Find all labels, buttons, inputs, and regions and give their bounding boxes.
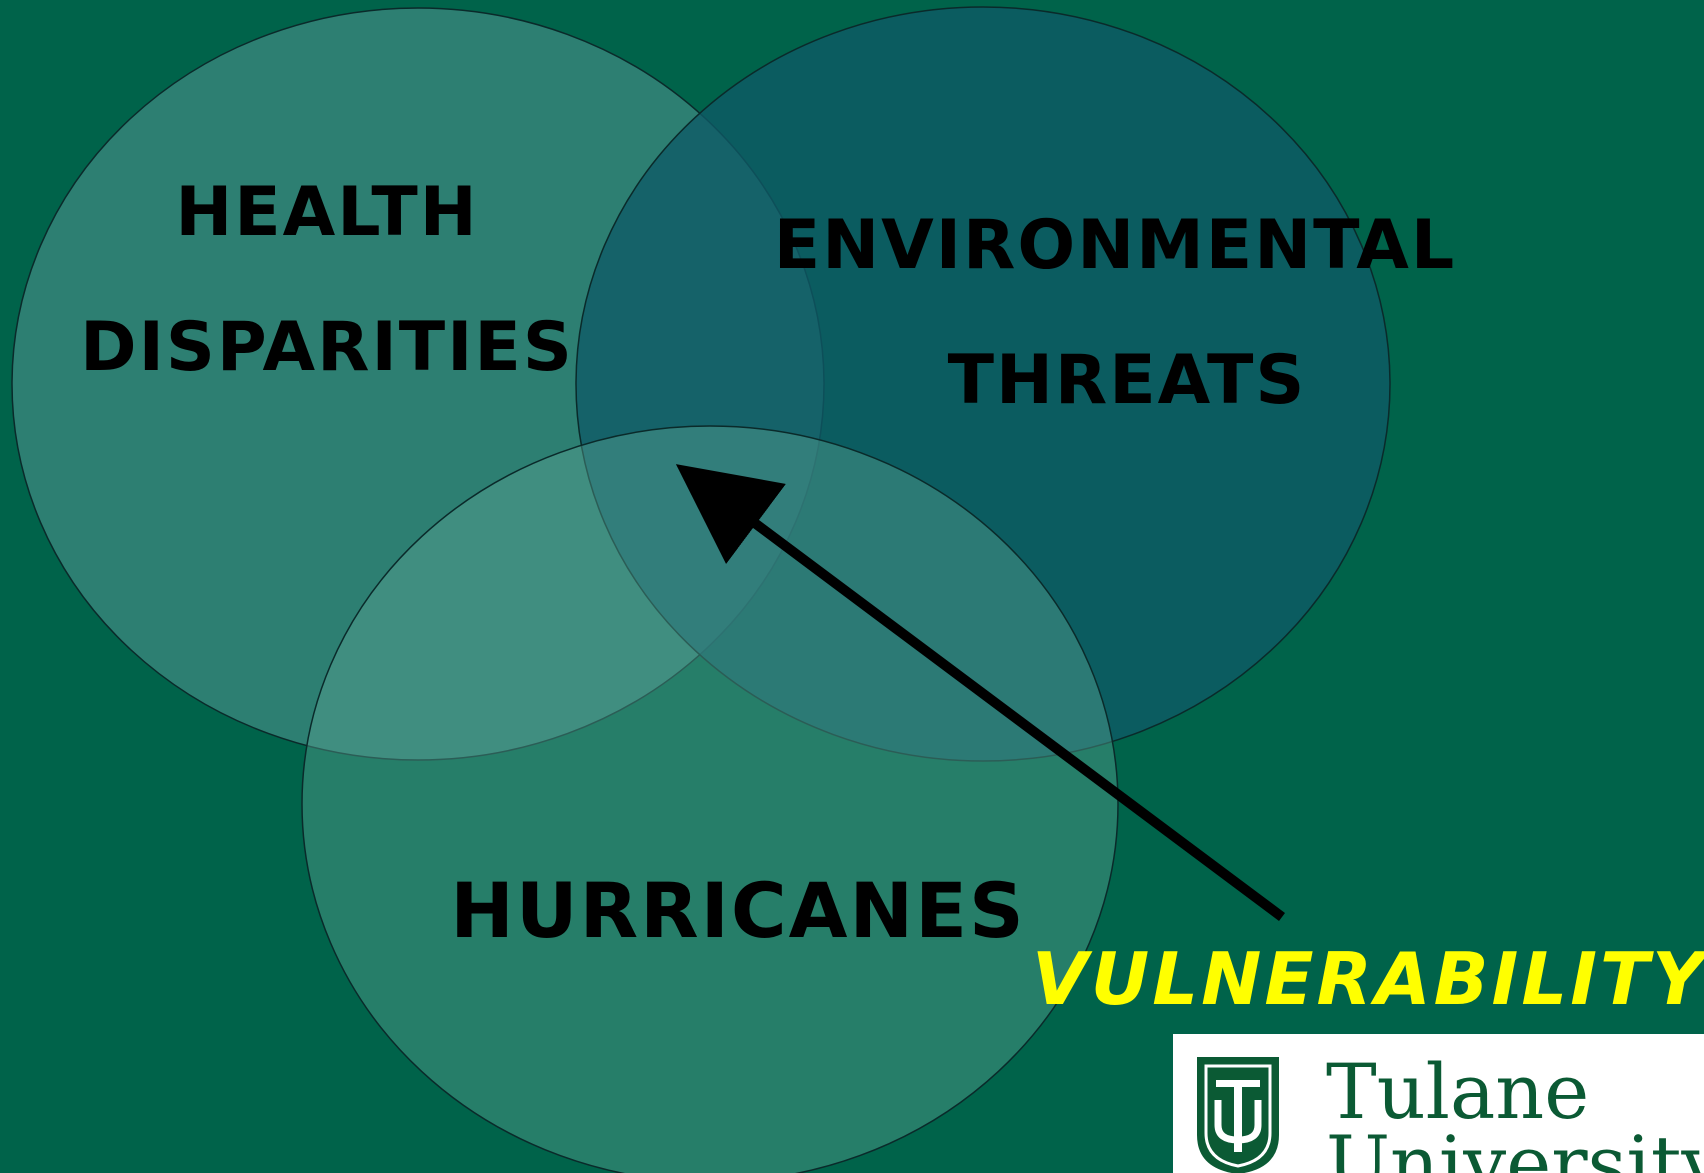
circle-environmental-threats — [575, 6, 1391, 762]
vulnerability-arrow — [675, 464, 1285, 922]
health-label-line2: DISPARITIES — [80, 308, 574, 387]
circle-hurricanes — [301, 425, 1119, 1173]
tulane-logo: Tulane University — [1173, 1034, 1704, 1173]
logo-line2: University — [1326, 1119, 1704, 1173]
health-label-line1: HEALTH — [175, 173, 478, 252]
tulane-shield-icon — [1197, 1057, 1279, 1173]
hurricanes-label: HURRICANES — [450, 866, 1026, 955]
vulnerability-label: VULNERABILITY — [1032, 937, 1704, 1021]
logo-line1: Tulane — [1326, 1047, 1589, 1136]
environmental-label-line2: THREATS — [948, 341, 1307, 420]
environmental-label-line1: ENVIRONMENTAL — [774, 206, 1456, 285]
